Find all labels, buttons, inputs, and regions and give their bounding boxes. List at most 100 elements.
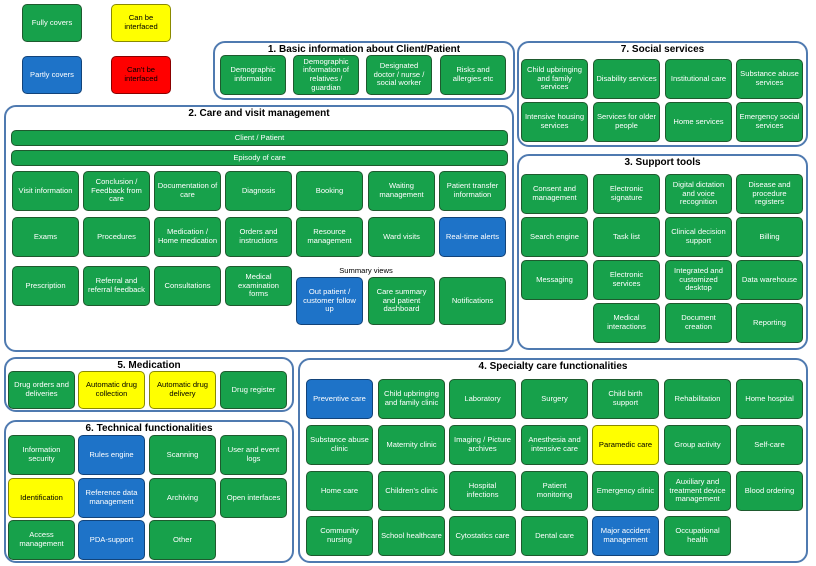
- g6-item: Open interfaces: [220, 478, 287, 518]
- item-label: Access management: [19, 530, 64, 548]
- g3-item: Search engine: [521, 217, 588, 257]
- item-label: Visit information: [18, 185, 73, 195]
- item-label: Disability services: [596, 73, 657, 83]
- item-label: Task list: [612, 231, 640, 241]
- item-label: Substance abuse clinic: [310, 435, 369, 453]
- item-label: Drug orders and deliveries: [14, 380, 69, 398]
- item-label: Real-time alerts: [445, 231, 500, 241]
- g1-item: Demographic information of relatives / g…: [293, 55, 359, 95]
- item-label: Surgery: [541, 393, 568, 403]
- item-label: Hospital infections: [466, 481, 499, 499]
- g2-item: Notifications: [439, 277, 506, 325]
- g4-item: Patient monitoring: [521, 471, 588, 511]
- item-label: Group activity: [674, 439, 721, 449]
- g5-item: Automatic drug collection: [78, 371, 145, 409]
- item-label: Patient transfer information: [446, 181, 499, 199]
- g6-item: Other: [149, 520, 216, 560]
- item-label: Children's clinic: [385, 485, 438, 495]
- item-label: Home services: [673, 116, 724, 126]
- g2-item: Exams: [12, 217, 79, 257]
- g2-item: Prescription: [12, 266, 79, 306]
- item-label: Data warehouse: [741, 274, 798, 284]
- g2-item: Resource management: [296, 217, 363, 257]
- episode-of-care-bar: Episody of care: [11, 150, 508, 166]
- g4-item: Dental care: [521, 516, 588, 556]
- item-label: Cytostatics care: [455, 530, 510, 540]
- item-label: Waiting management: [379, 181, 424, 199]
- g2-item: Consultations: [154, 266, 221, 306]
- item-label: Automatic drug delivery: [156, 380, 209, 398]
- g3-item: Messaging: [521, 260, 588, 300]
- g6-item: Access management: [8, 520, 75, 560]
- group-title: 2. Care and visit management: [188, 108, 330, 119]
- item-label: Medical examination forms: [238, 271, 279, 299]
- item-label: Automatic drug collection: [85, 380, 138, 398]
- item-label: Rules engine: [89, 449, 134, 459]
- g3-item: Data warehouse: [736, 260, 803, 300]
- item-label: Consent and management: [532, 184, 577, 202]
- item-label: Home hospital: [745, 393, 794, 403]
- g7-item: Home services: [665, 102, 732, 142]
- item-label: Reporting: [753, 317, 786, 327]
- item-label: Anesthesia and intensive care: [528, 435, 581, 453]
- g2-item: Referral and referral feedback: [83, 266, 150, 306]
- g6-item: Scanning: [149, 435, 216, 475]
- bar-label: Episody of care: [233, 152, 286, 162]
- item-label: Conclusion / Feedback from care: [91, 176, 142, 204]
- g3-item: Task list: [593, 217, 660, 257]
- g4-item: Paramedic care: [592, 425, 659, 465]
- legend-partly-covers: Partly covers: [22, 56, 82, 94]
- g2-item: Ward visits: [368, 217, 435, 257]
- item-label: Self-care: [754, 439, 785, 449]
- item-label: Exams: [33, 231, 58, 241]
- g3-item: Medical interactions: [593, 303, 660, 343]
- item-label: Messaging: [536, 274, 573, 284]
- item-label: Orders and instructions: [239, 227, 278, 245]
- g7-item: Substance abuse services: [736, 59, 803, 99]
- item-label: Home care: [320, 485, 359, 495]
- item-label: Child upbringing and family services: [527, 64, 582, 92]
- g2-item: Booking: [296, 171, 363, 211]
- g4-item: School healthcare: [378, 516, 445, 556]
- g2-item: Care summary and patient dashboard: [368, 277, 435, 325]
- item-label: Rehabilitation: [674, 393, 721, 403]
- g2-item: Documentation of care: [154, 171, 221, 211]
- group-title: 7. Social services: [620, 44, 705, 55]
- item-label: PDA-support: [89, 534, 134, 544]
- item-label: Digital dictation and voice recognition: [672, 179, 725, 207]
- g3-item: Reporting: [736, 303, 803, 343]
- legend-fully-covers: Fully covers: [22, 4, 82, 42]
- item-label: Diagnosis: [241, 185, 276, 195]
- g4-item: Auxiliary and treatment device managemen…: [664, 471, 731, 511]
- g6-item: Reference data management: [78, 478, 145, 518]
- g7-item: Services for older people: [593, 102, 660, 142]
- item-label: Open interfaces: [226, 492, 281, 502]
- item-label: Demographic information: [230, 65, 276, 83]
- item-label: Documentation of care: [157, 181, 218, 199]
- g2-item: Real-time alerts: [439, 217, 506, 257]
- g2-item: Visit information: [12, 171, 79, 211]
- item-label: Patient monitoring: [536, 481, 573, 499]
- g4-item: Maternity clinic: [378, 425, 445, 465]
- g2-item: Patient transfer information: [439, 171, 506, 211]
- item-label: Risks and allergies etc: [452, 65, 494, 83]
- g3-item: Digital dictation and voice recognition: [665, 174, 732, 214]
- item-label: Imaging / Picture archives: [454, 435, 511, 453]
- item-label: Electronic services: [609, 270, 644, 288]
- item-label: Archiving: [166, 492, 199, 502]
- g6-item: Identification: [8, 478, 75, 518]
- g4-item: Group activity: [664, 425, 731, 465]
- item-label: Medication / Home medication: [157, 227, 218, 245]
- g4-item: Emergency clinic: [592, 471, 659, 511]
- item-label: Integrated and customized desktop: [674, 265, 723, 293]
- g4-item: Self-care: [736, 425, 803, 465]
- item-label: Designated doctor / nurse / social worke…: [373, 60, 425, 88]
- item-label: Ward visits: [383, 231, 420, 241]
- g3-item: Integrated and customized desktop: [665, 260, 732, 300]
- item-label: Prescription: [25, 280, 66, 290]
- g3-item: Consent and management: [521, 174, 588, 214]
- g4-item: Surgery: [521, 379, 588, 419]
- g4-item: Child birth support: [592, 379, 659, 419]
- item-label: Dental care: [535, 530, 574, 540]
- item-label: Child birth support: [608, 389, 643, 407]
